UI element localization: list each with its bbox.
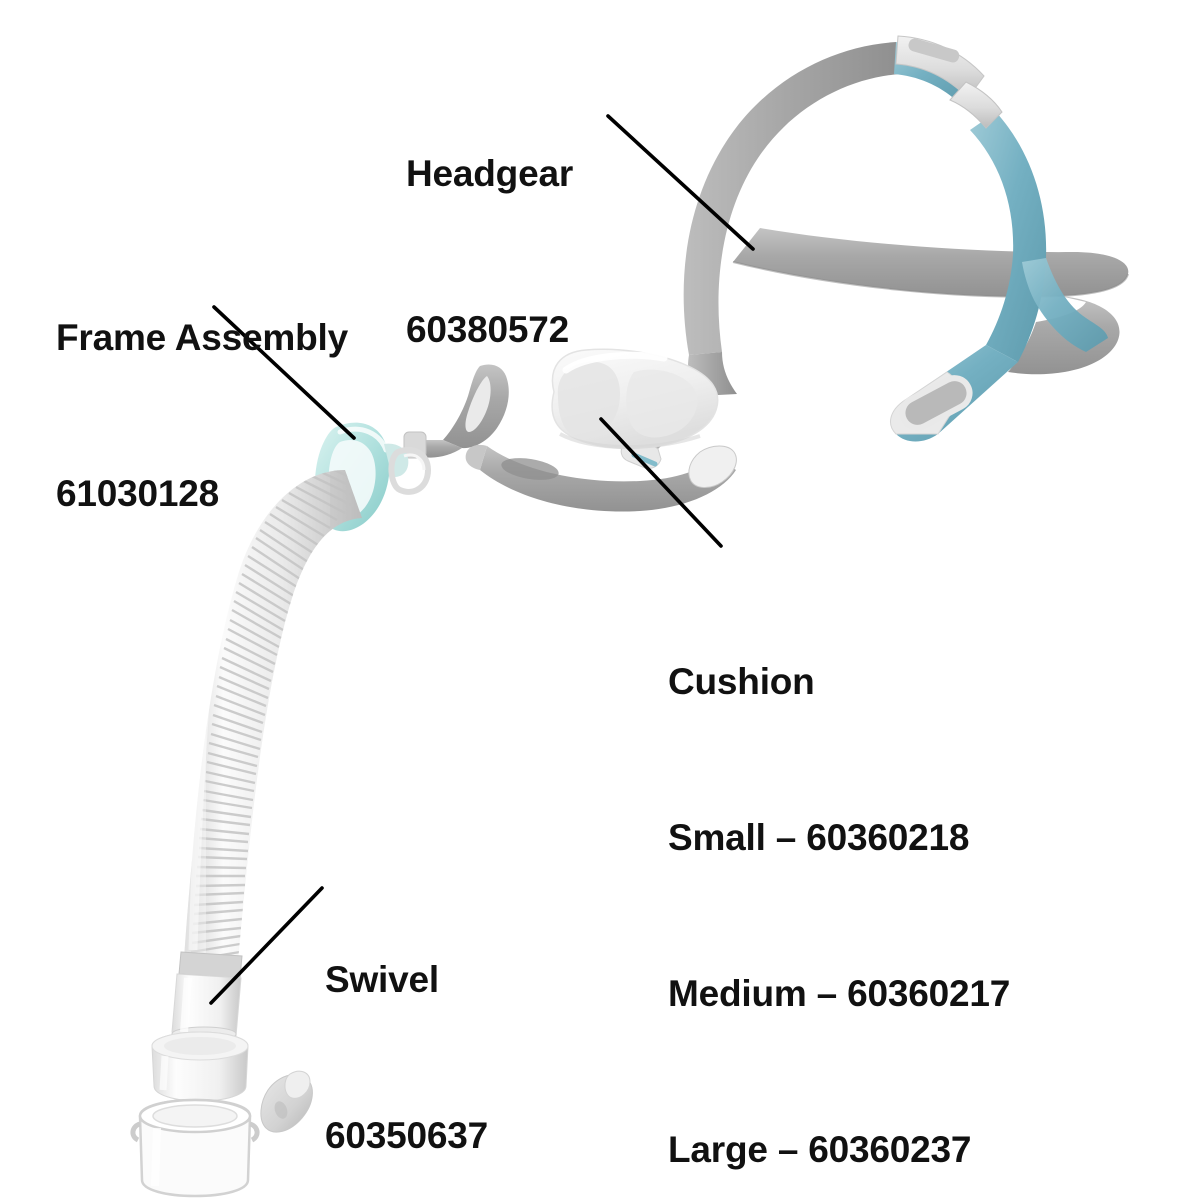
label-swivel-partnumber: 60350637 [325, 1115, 489, 1156]
leader-lines [209, 114, 755, 1005]
headgear-teal-lower [1022, 258, 1108, 352]
strap-clip-right-tip [465, 444, 487, 470]
label-frame-assembly: Frame Assembly 61030128 [56, 208, 348, 624]
label-swivel-name: Swivel [325, 959, 439, 1000]
tube-body [184, 470, 362, 962]
leader-line-headgear [606, 114, 755, 251]
headgear-buckle-slot [908, 38, 960, 63]
cushion-base-shadow [559, 432, 701, 450]
label-headgear: Headgear 60380572 [406, 44, 573, 460]
label-cushion-large: Large – 60360237 [668, 1129, 972, 1170]
headgear-teal-strap [970, 112, 1047, 362]
tube-left-highlight [188, 599, 219, 951]
cushion-left-pillow [557, 361, 620, 439]
label-cushion-medium: Medium – 60360217 [668, 973, 1011, 1014]
leader-line-frame [212, 305, 356, 440]
label-headgear-partnumber: 60380572 [406, 309, 570, 350]
cushion-part [551, 348, 719, 450]
headgear-buckle-lower [949, 81, 1003, 129]
strap-clip-right-slot [501, 458, 559, 480]
swivel-part [130, 951, 313, 1198]
headgear-crown-strap [683, 42, 900, 355]
frame-clear-ring [388, 447, 432, 495]
label-cushion-name: Cushion [668, 661, 815, 702]
leader-line-swivel [209, 886, 324, 1005]
swivel-small-clip [260, 1070, 313, 1133]
label-cushion: Cushion Small – 60360218 Medium – 603602… [668, 552, 1010, 1200]
label-headgear-name: Headgear [406, 153, 574, 194]
strap-clip-right-eyelet [688, 445, 737, 488]
leader-line-cushion [599, 417, 723, 548]
cushion-right-pillow [626, 369, 698, 438]
headgear-part [620, 35, 1129, 469]
cushion-highlight [562, 351, 668, 374]
strap-clip-left-slot [465, 376, 491, 432]
label-swivel: Swivel 60350637 [325, 850, 488, 1200]
label-frame-name: Frame Assembly [56, 317, 348, 358]
label-cushion-small: Small – 60360218 [668, 817, 970, 858]
swivel-collar-top [178, 951, 243, 979]
headgear-tab-slot [899, 375, 973, 431]
label-frame-partnumber: 61030128 [56, 473, 220, 514]
swivel-collar-ring [151, 1031, 249, 1102]
swivel-connector [130, 1098, 260, 1198]
headgear-back-strap [733, 228, 1129, 297]
